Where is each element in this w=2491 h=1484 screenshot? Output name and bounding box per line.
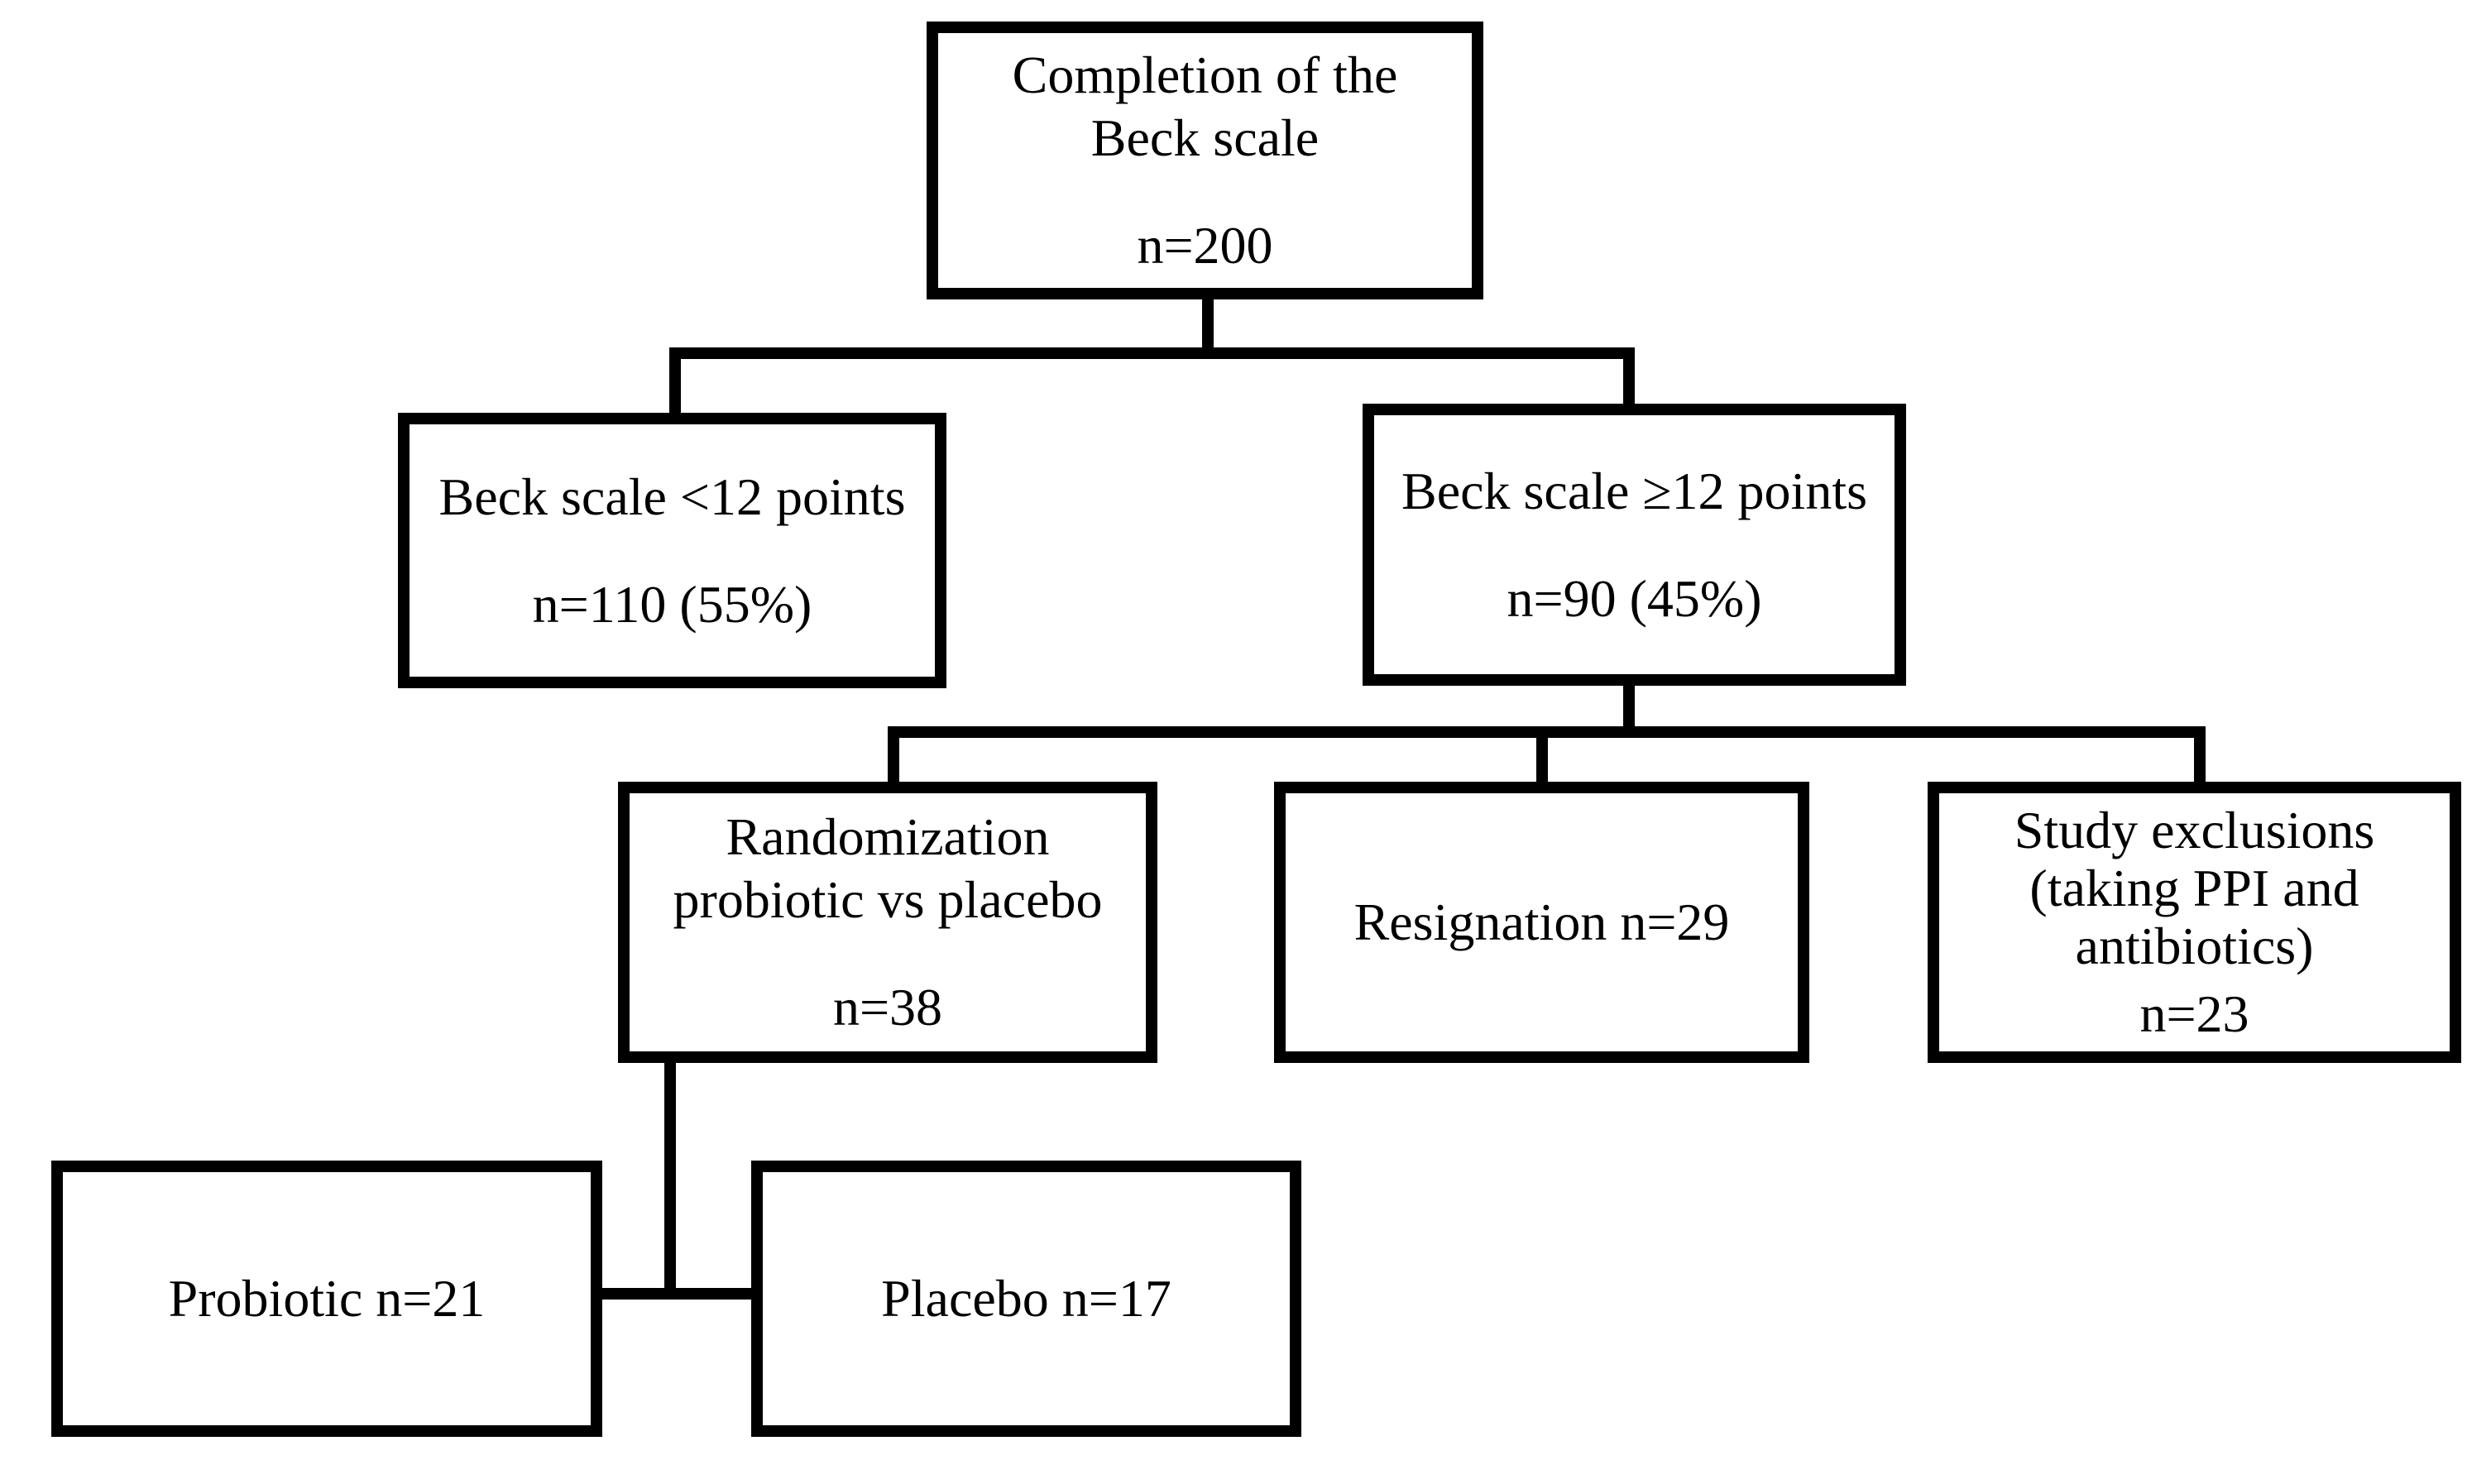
node-count: n=200 (1137, 216, 1273, 275)
connector-drop-exclusions (2194, 726, 2206, 782)
connector-drop-beck-low (669, 347, 681, 413)
node-text-line: Beck scale <12 points (438, 467, 906, 526)
connector-drop-resignation (1536, 726, 1548, 782)
connector-level1-horizontal (669, 347, 1635, 359)
connector-drop-randomization (888, 726, 899, 782)
node-text-line: probiotic vs placebo (673, 870, 1103, 929)
node-beck-scale-below-12: Beck scale <12 points n=110 (55%) (398, 413, 946, 688)
node-resignation: Resignation n=29 (1274, 782, 1809, 1063)
connector-completion-stem (1202, 298, 1214, 359)
node-text-line: Beck scale (1090, 108, 1320, 167)
node-text-line: Study exclusions (2014, 801, 2375, 859)
node-text-line: Placebo n=17 (881, 1269, 1171, 1328)
node-text-line: (taking PPI and (2029, 859, 2359, 917)
node-randomization: Randomization probiotic vs placebo n=38 (618, 782, 1157, 1063)
node-text-line: Probiotic n=21 (168, 1269, 486, 1328)
node-text-line: antibiotics) (2075, 917, 2314, 975)
node-placebo-arm: Placebo n=17 (751, 1161, 1301, 1437)
connector-level3-horizontal (601, 1288, 753, 1300)
node-count: n=90 (45%) (1507, 568, 1762, 628)
node-text-line: Completion of the (1012, 45, 1398, 104)
connector-beck-high-stem (1623, 684, 1635, 738)
node-completion-of-beck-scale: Completion of the Beck scale n=200 (927, 22, 1483, 299)
connector-drop-beck-high (1623, 347, 1635, 404)
node-count: n=23 (2139, 984, 2249, 1043)
node-count: n=38 (832, 978, 943, 1036)
node-text-line: Randomization (726, 807, 1050, 866)
node-beck-scale-12-or-more: Beck scale ≥12 points n=90 (45%) (1363, 404, 1906, 686)
node-study-exclusions: Study exclusions (taking PPI and antibio… (1928, 782, 2461, 1063)
connector-randomization-stem (664, 1063, 676, 1300)
node-probiotic-arm: Probiotic n=21 (51, 1161, 602, 1437)
node-text-line: Resignation n=29 (1353, 893, 1730, 951)
node-text-line: Beck scale ≥12 points (1401, 461, 1867, 520)
node-count: n=110 (55%) (532, 574, 812, 634)
